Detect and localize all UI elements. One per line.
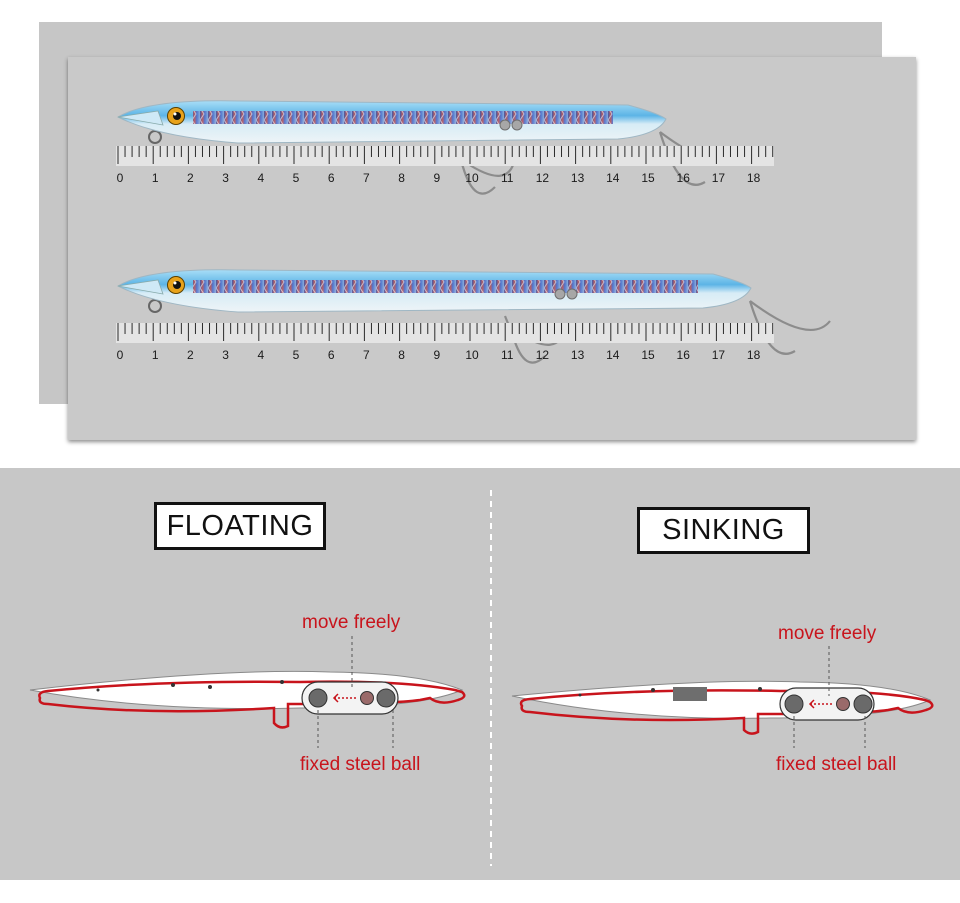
split-ring bbox=[148, 130, 162, 144]
internal-steel-ball bbox=[499, 119, 511, 131]
floating-fixed-ball bbox=[308, 688, 328, 708]
ruler-tick-label: 8 bbox=[398, 348, 405, 362]
sinking-free-ball bbox=[836, 697, 850, 711]
ruler-tick-label: 11 bbox=[501, 348, 514, 362]
internal-steel-ball bbox=[554, 288, 566, 300]
ruler-tick-label: 12 bbox=[536, 171, 550, 185]
ruler-tick-label: 3 bbox=[222, 348, 229, 362]
ruler-tick-label: 14 bbox=[606, 171, 620, 185]
floating-title-box: FLOATING bbox=[154, 502, 326, 550]
ruler-tick-label: 12 bbox=[536, 348, 550, 362]
floating-shell-outline bbox=[38, 680, 466, 729]
ruler-tick-label: 10 bbox=[465, 171, 479, 185]
lure-floating bbox=[116, 100, 741, 195]
tail-treble-hook bbox=[748, 300, 831, 355]
ruler-tick-label: 16 bbox=[677, 171, 691, 185]
internal-steel-ball bbox=[511, 119, 523, 131]
sinking-shell-outline bbox=[519, 689, 934, 735]
sinking-fixed-ball bbox=[784, 694, 804, 714]
ruler-tick-label: 4 bbox=[257, 171, 264, 185]
floating-fixed-ball-label: fixed steel ball bbox=[300, 754, 421, 775]
ruler-tick-label: 7 bbox=[363, 348, 370, 362]
lure-sinking bbox=[116, 269, 831, 364]
ruler-tick-label: 15 bbox=[641, 348, 655, 362]
sinking-fixed-ball-label: fixed steel ball bbox=[776, 754, 897, 775]
ruler-tick-label: 18 bbox=[747, 348, 761, 362]
ruler-tick-label: 10 bbox=[465, 348, 479, 362]
ruler-tick-label: 9 bbox=[433, 348, 440, 362]
internal-steel-ball bbox=[566, 288, 578, 300]
ruler-tick-label: 0 bbox=[117, 171, 124, 185]
ruler-tick-label: 17 bbox=[712, 348, 726, 362]
ruler-tick-label: 14 bbox=[606, 348, 620, 362]
weight-system-diagram bbox=[29, 490, 934, 866]
floating-cross-section bbox=[29, 636, 466, 748]
floating-free-ball bbox=[360, 691, 374, 705]
ruler-tick-label: 0 bbox=[117, 348, 124, 362]
ruler-tick-label: 1 bbox=[152, 348, 159, 362]
ruler-tick-label: 13 bbox=[571, 348, 585, 362]
floating-title: FLOATING bbox=[166, 509, 314, 542]
ruler-tick-label: 17 bbox=[712, 171, 726, 185]
diving-lip bbox=[117, 110, 164, 126]
ruler-tick-label: 6 bbox=[328, 348, 335, 362]
ruler-tick-label: 8 bbox=[398, 171, 405, 185]
ruler-tick-label: 6 bbox=[328, 171, 335, 185]
ruler-tick-label: 18 bbox=[747, 171, 761, 185]
ruler-tick-label: 9 bbox=[433, 171, 440, 185]
sinking-title-box: SINKING bbox=[637, 507, 810, 554]
sinking-cross-section bbox=[511, 646, 934, 748]
ruler-tick-label: 2 bbox=[187, 171, 194, 185]
ruler-tick-label: 5 bbox=[293, 171, 300, 185]
sinking-fixed-ball-rear bbox=[853, 694, 873, 714]
ruler-tick-label: 2 bbox=[187, 348, 194, 362]
split-ring bbox=[148, 299, 162, 313]
ruler-tick-label: 1 bbox=[152, 171, 159, 185]
floating-fixed-ball-rear bbox=[376, 688, 396, 708]
floating-move-freely-label: move freely bbox=[302, 612, 401, 633]
ruler-tick-label: 5 bbox=[293, 348, 300, 362]
diving-lip bbox=[117, 279, 164, 295]
holographic-stripe bbox=[193, 280, 698, 293]
ruler-tick-label: 4 bbox=[257, 348, 264, 362]
belly-treble-hook bbox=[453, 146, 496, 195]
ruler-tick-label: 15 bbox=[641, 171, 655, 185]
sinking-fixed-weight bbox=[673, 687, 707, 701]
holographic-stripe bbox=[193, 111, 613, 124]
ruler-tick-label: 11 bbox=[501, 171, 514, 185]
ruler-tick-label: 7 bbox=[363, 171, 370, 185]
sinking-title: SINKING bbox=[662, 514, 785, 546]
sinking-move-freely-label: move freely bbox=[778, 623, 877, 644]
ruler-tick-label: 3 bbox=[222, 171, 229, 185]
ruler-tick-label: 16 bbox=[677, 348, 691, 362]
ruler-tick-label: 13 bbox=[571, 171, 585, 185]
